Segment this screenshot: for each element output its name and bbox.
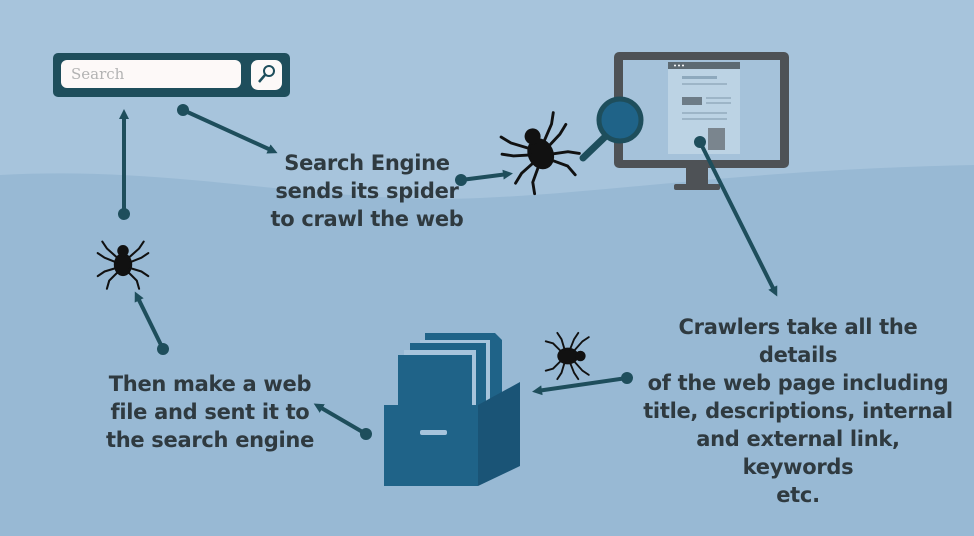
step-make-file-text: Then make a web file and sent it to the … xyxy=(105,372,315,452)
magnifier-glass-icon xyxy=(579,96,644,162)
spider-icon xyxy=(493,108,589,201)
arrow-file-text-to-spider xyxy=(134,291,169,355)
arrow-monitor-to-crawlers xyxy=(694,136,778,297)
arrow-spider-to-search xyxy=(118,109,130,220)
arrow-crawlers-to-cabinet xyxy=(532,372,633,396)
step-crawl-details-text: Crawlers take all the details of the web… xyxy=(643,315,953,507)
search-input[interactable] xyxy=(61,60,241,88)
arrow-search-to-engine xyxy=(177,104,278,154)
monitor-icon xyxy=(614,52,789,190)
file-cabinet-icon xyxy=(384,333,520,486)
magnifier-icon[interactable] xyxy=(258,65,275,83)
connectors xyxy=(118,104,778,440)
arrow-engine-to-spider xyxy=(455,169,513,186)
arrow-cabinet-to-file-text xyxy=(313,403,372,440)
step-send-spider-text: Search Engine sends its spider to crawl … xyxy=(270,151,464,231)
